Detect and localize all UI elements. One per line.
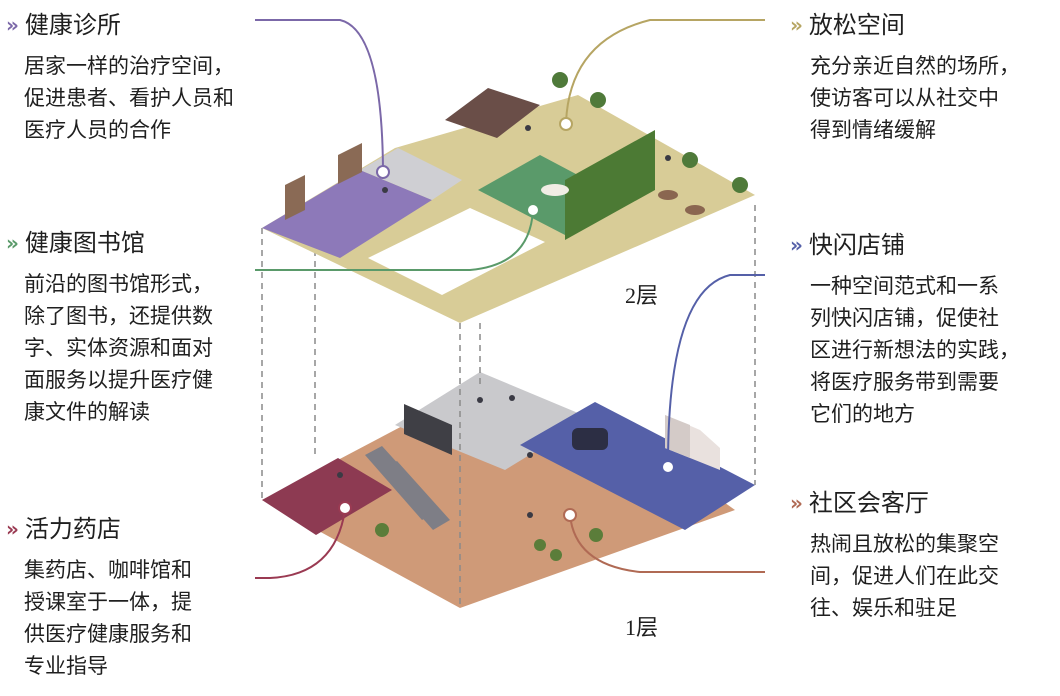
text-line: 医疗人员的合作	[24, 118, 171, 142]
floor2-tables	[541, 184, 705, 215]
chevron-right-icon: »	[790, 233, 803, 257]
text-line: 前沿的图书馆形式，	[24, 272, 213, 296]
section-popup-heading: » 快闪店铺	[790, 230, 1055, 260]
section-popup-description: 一种空间范式和一系 列快闪店铺，促使社 区进行新想法的实践， 将医疗服务带到需要…	[790, 270, 1055, 430]
chevron-right-icon: »	[6, 13, 19, 37]
pharmacy-area	[262, 458, 392, 535]
text-line: 康文件的解读	[24, 400, 150, 424]
chevron-right-icon: »	[6, 517, 19, 541]
callout-lines	[255, 19, 765, 579]
clinic-partitions	[285, 143, 362, 220]
section-pharmacy-description: 集药店、咖啡馆和 授课室于一体，提 供医疗健康服务和 专业指导	[6, 554, 261, 682]
text-line: 授课室于一体，提	[24, 590, 192, 614]
section-library-title: 健康图书馆	[24, 229, 145, 257]
section-pharmacy-heading: » 活力药店	[6, 514, 261, 544]
clinic-leader	[255, 19, 384, 171]
popup-leader	[667, 274, 765, 466]
text-line: 专业指导	[24, 654, 108, 678]
text-line: 区进行新想法的实践，	[810, 338, 1020, 362]
section-library-heading: » 健康图书馆	[6, 228, 261, 258]
floor-2-label: 2层	[625, 283, 659, 308]
floor2-people	[382, 125, 671, 193]
cinema-screen	[404, 404, 452, 455]
car	[572, 428, 608, 450]
text-line: 得到情绪缓解	[810, 118, 936, 142]
section-popup: » 快闪店铺 一种空间范式和一系 列快闪店铺，促使社 区进行新想法的实践， 将医…	[790, 230, 1055, 430]
text-line: 间，促进人们在此交	[810, 564, 999, 588]
text-line: 充分亲近自然的场所，	[810, 54, 1020, 78]
text-line: 面服务以提升医疗健	[24, 368, 213, 392]
section-popup-title: 快闪店铺	[808, 231, 905, 259]
text-line: 供医疗健康服务和	[24, 622, 192, 646]
pharmacy-leader	[255, 509, 346, 579]
section-clinic: » 健康诊所 居家一样的治疗空间， 促进患者、看护人员和 医疗人员的合作	[6, 10, 261, 146]
section-relax-title: 放松空间	[808, 11, 905, 39]
floor1-plants	[375, 523, 603, 561]
text-line: 字、实体资源和面对	[24, 336, 213, 360]
chevron-right-icon: »	[790, 13, 803, 37]
callout-dots	[338, 117, 675, 522]
section-clinic-title: 健康诊所	[24, 11, 121, 39]
pergola-roof	[445, 88, 540, 138]
chevron-right-icon: »	[790, 491, 803, 515]
section-relax: » 放松空间 充分亲近自然的场所， 使访客可以从社交中 得到情绪缓解	[790, 10, 1055, 146]
food-truck	[665, 415, 720, 470]
pharmacy-shelves	[365, 446, 450, 530]
section-lounge-title: 社区会客厅	[808, 489, 929, 517]
section-library-description: 前沿的图书馆形式， 除了图书，还提供数 字、实体资源和面对 面服务以提升医疗健 …	[6, 268, 261, 428]
section-lounge-description: 热闹且放松的集聚空 间，促进人们在此交 往、娱乐和驻足	[790, 528, 1055, 624]
floor-connectors	[261, 205, 756, 608]
text-line: 集药店、咖啡馆和	[24, 558, 192, 582]
floor1-people	[337, 395, 533, 518]
relax-leader	[565, 19, 765, 123]
text-line: 它们的地方	[810, 402, 915, 426]
clinic-corridor	[360, 148, 462, 200]
section-relax-description: 充分亲近自然的场所， 使访客可以从社交中 得到情绪缓解	[790, 50, 1055, 146]
floor-1-plan	[262, 372, 755, 608]
plant-wall	[565, 130, 655, 240]
text-line: 居家一样的治疗空间，	[24, 54, 234, 78]
section-lounge-heading: » 社区会客厅	[790, 488, 1055, 518]
library-leader	[255, 209, 534, 271]
text-line: 将医疗服务带到需要	[810, 370, 999, 394]
chevron-right-icon: »	[6, 231, 19, 255]
section-pharmacy: » 活力药店 集药店、咖啡馆和 授课室于一体，提 供医疗健康服务和 专业指导	[6, 514, 261, 682]
text-line: 列快闪店铺，促使社	[810, 306, 999, 330]
floor2-plants	[552, 72, 748, 193]
text-line: 使访客可以从社交中	[810, 86, 999, 110]
floor-1-label: 1层	[625, 615, 659, 640]
text-line: 一种空间范式和一系	[810, 274, 999, 298]
section-pharmacy-title: 活力药店	[24, 515, 121, 543]
text-line: 促进患者、看护人员和	[24, 86, 234, 110]
section-clinic-heading: » 健康诊所	[6, 10, 261, 40]
lounge-leader	[569, 514, 765, 573]
section-lounge: » 社区会客厅 热闹且放松的集聚空 间，促进人们在此交 往、娱乐和驻足	[790, 488, 1055, 624]
floor2-courtyard	[368, 208, 545, 295]
section-library: » 健康图书馆 前沿的图书馆形式， 除了图书，还提供数 字、实体资源和面对 面服…	[6, 228, 261, 428]
section-relax-heading: » 放松空间	[790, 10, 1055, 40]
text-line: 往、娱乐和驻足	[810, 596, 957, 620]
floor-2-plan	[262, 72, 755, 323]
section-clinic-description: 居家一样的治疗空间， 促进患者、看护人员和 医疗人员的合作	[6, 50, 261, 146]
text-line: 除了图书，还提供数	[24, 304, 213, 328]
text-line: 热闹且放松的集聚空	[810, 532, 999, 556]
clinic-area	[262, 170, 432, 258]
